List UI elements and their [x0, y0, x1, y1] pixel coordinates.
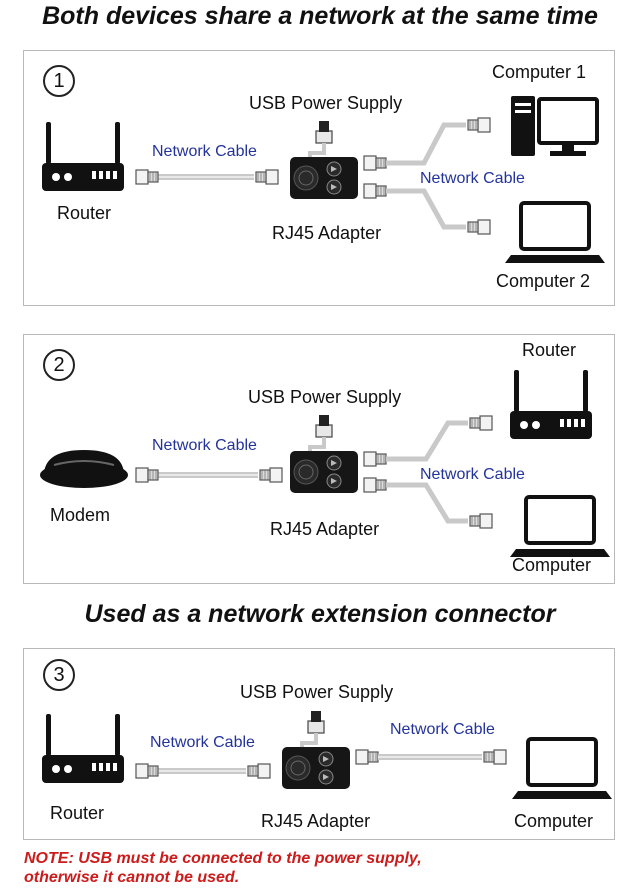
- panel-3: 3 USB Power Supply Network Cable Network…: [23, 648, 615, 840]
- cable-adapter-devices: [363, 415, 493, 529]
- cable-modem-adapter: [135, 467, 283, 483]
- rj45-adapter-label: RJ45 Adapter: [272, 223, 382, 243]
- cable-adapter-computers: [363, 117, 491, 235]
- computer-label: Computer: [512, 555, 592, 575]
- network-cable-label: Network Cable: [420, 170, 525, 187]
- desktop-computer-icon: [511, 96, 599, 156]
- router-icon: [42, 122, 124, 191]
- computer-2-label: Computer 2: [496, 271, 591, 291]
- rj45-adapter-icon: [288, 119, 360, 201]
- step-number: 3: [53, 664, 65, 686]
- router-icon: [510, 370, 592, 439]
- panel-2: 2 USB Power Supply Network Cable Network…: [23, 334, 615, 584]
- step-number: 1: [53, 70, 65, 92]
- network-cable-label: Network Cable: [152, 437, 257, 454]
- computer-label: Computer: [514, 811, 594, 831]
- step-badge: [43, 349, 75, 381]
- rj45-adapter-label: RJ45 Adapter: [261, 811, 371, 831]
- panel-1: 1 USB Power Supply Network Cable Network…: [23, 50, 615, 306]
- router-icon: [42, 714, 124, 783]
- modem-label: Modem: [50, 505, 111, 525]
- laptop-icon: [510, 737, 614, 801]
- laptop-icon: [503, 201, 607, 265]
- cable-router-adapter: [135, 169, 279, 185]
- network-cable-label: Network Cable: [420, 466, 525, 483]
- section-heading-share: Both devices share a network at the same…: [42, 2, 598, 30]
- note-line-2: otherwise it cannot be used.: [24, 869, 240, 886]
- network-cable-label: Network Cable: [390, 721, 495, 738]
- rj45-adapter-icon: [280, 709, 352, 791]
- computer-1-label: Computer 1: [492, 62, 587, 82]
- note-line-1: NOTE: USB must be connected to the power…: [24, 850, 422, 867]
- router-label: Router: [57, 203, 112, 223]
- usb-power-supply-label: USB Power Supply: [248, 387, 402, 407]
- router-label: Router: [522, 340, 577, 360]
- router-label: Router: [50, 803, 105, 823]
- section-heading-extension: Used as a network extension connector: [84, 600, 556, 628]
- rj45-adapter-icon: [288, 413, 360, 495]
- network-cable-label: Network Cable: [152, 143, 257, 160]
- modem-icon: [40, 450, 128, 488]
- usb-power-supply-label: USB Power Supply: [249, 93, 403, 113]
- usb-power-supply-label: USB Power Supply: [240, 682, 394, 702]
- step-badge: [43, 65, 75, 97]
- cable-router-adapter: [135, 763, 271, 779]
- rj45-adapter-label: RJ45 Adapter: [270, 519, 380, 539]
- cable-adapter-computer: [355, 749, 507, 765]
- network-cable-label: Network Cable: [150, 734, 255, 751]
- step-badge: [43, 659, 75, 691]
- step-number: 2: [53, 354, 65, 376]
- laptop-icon: [508, 495, 612, 559]
